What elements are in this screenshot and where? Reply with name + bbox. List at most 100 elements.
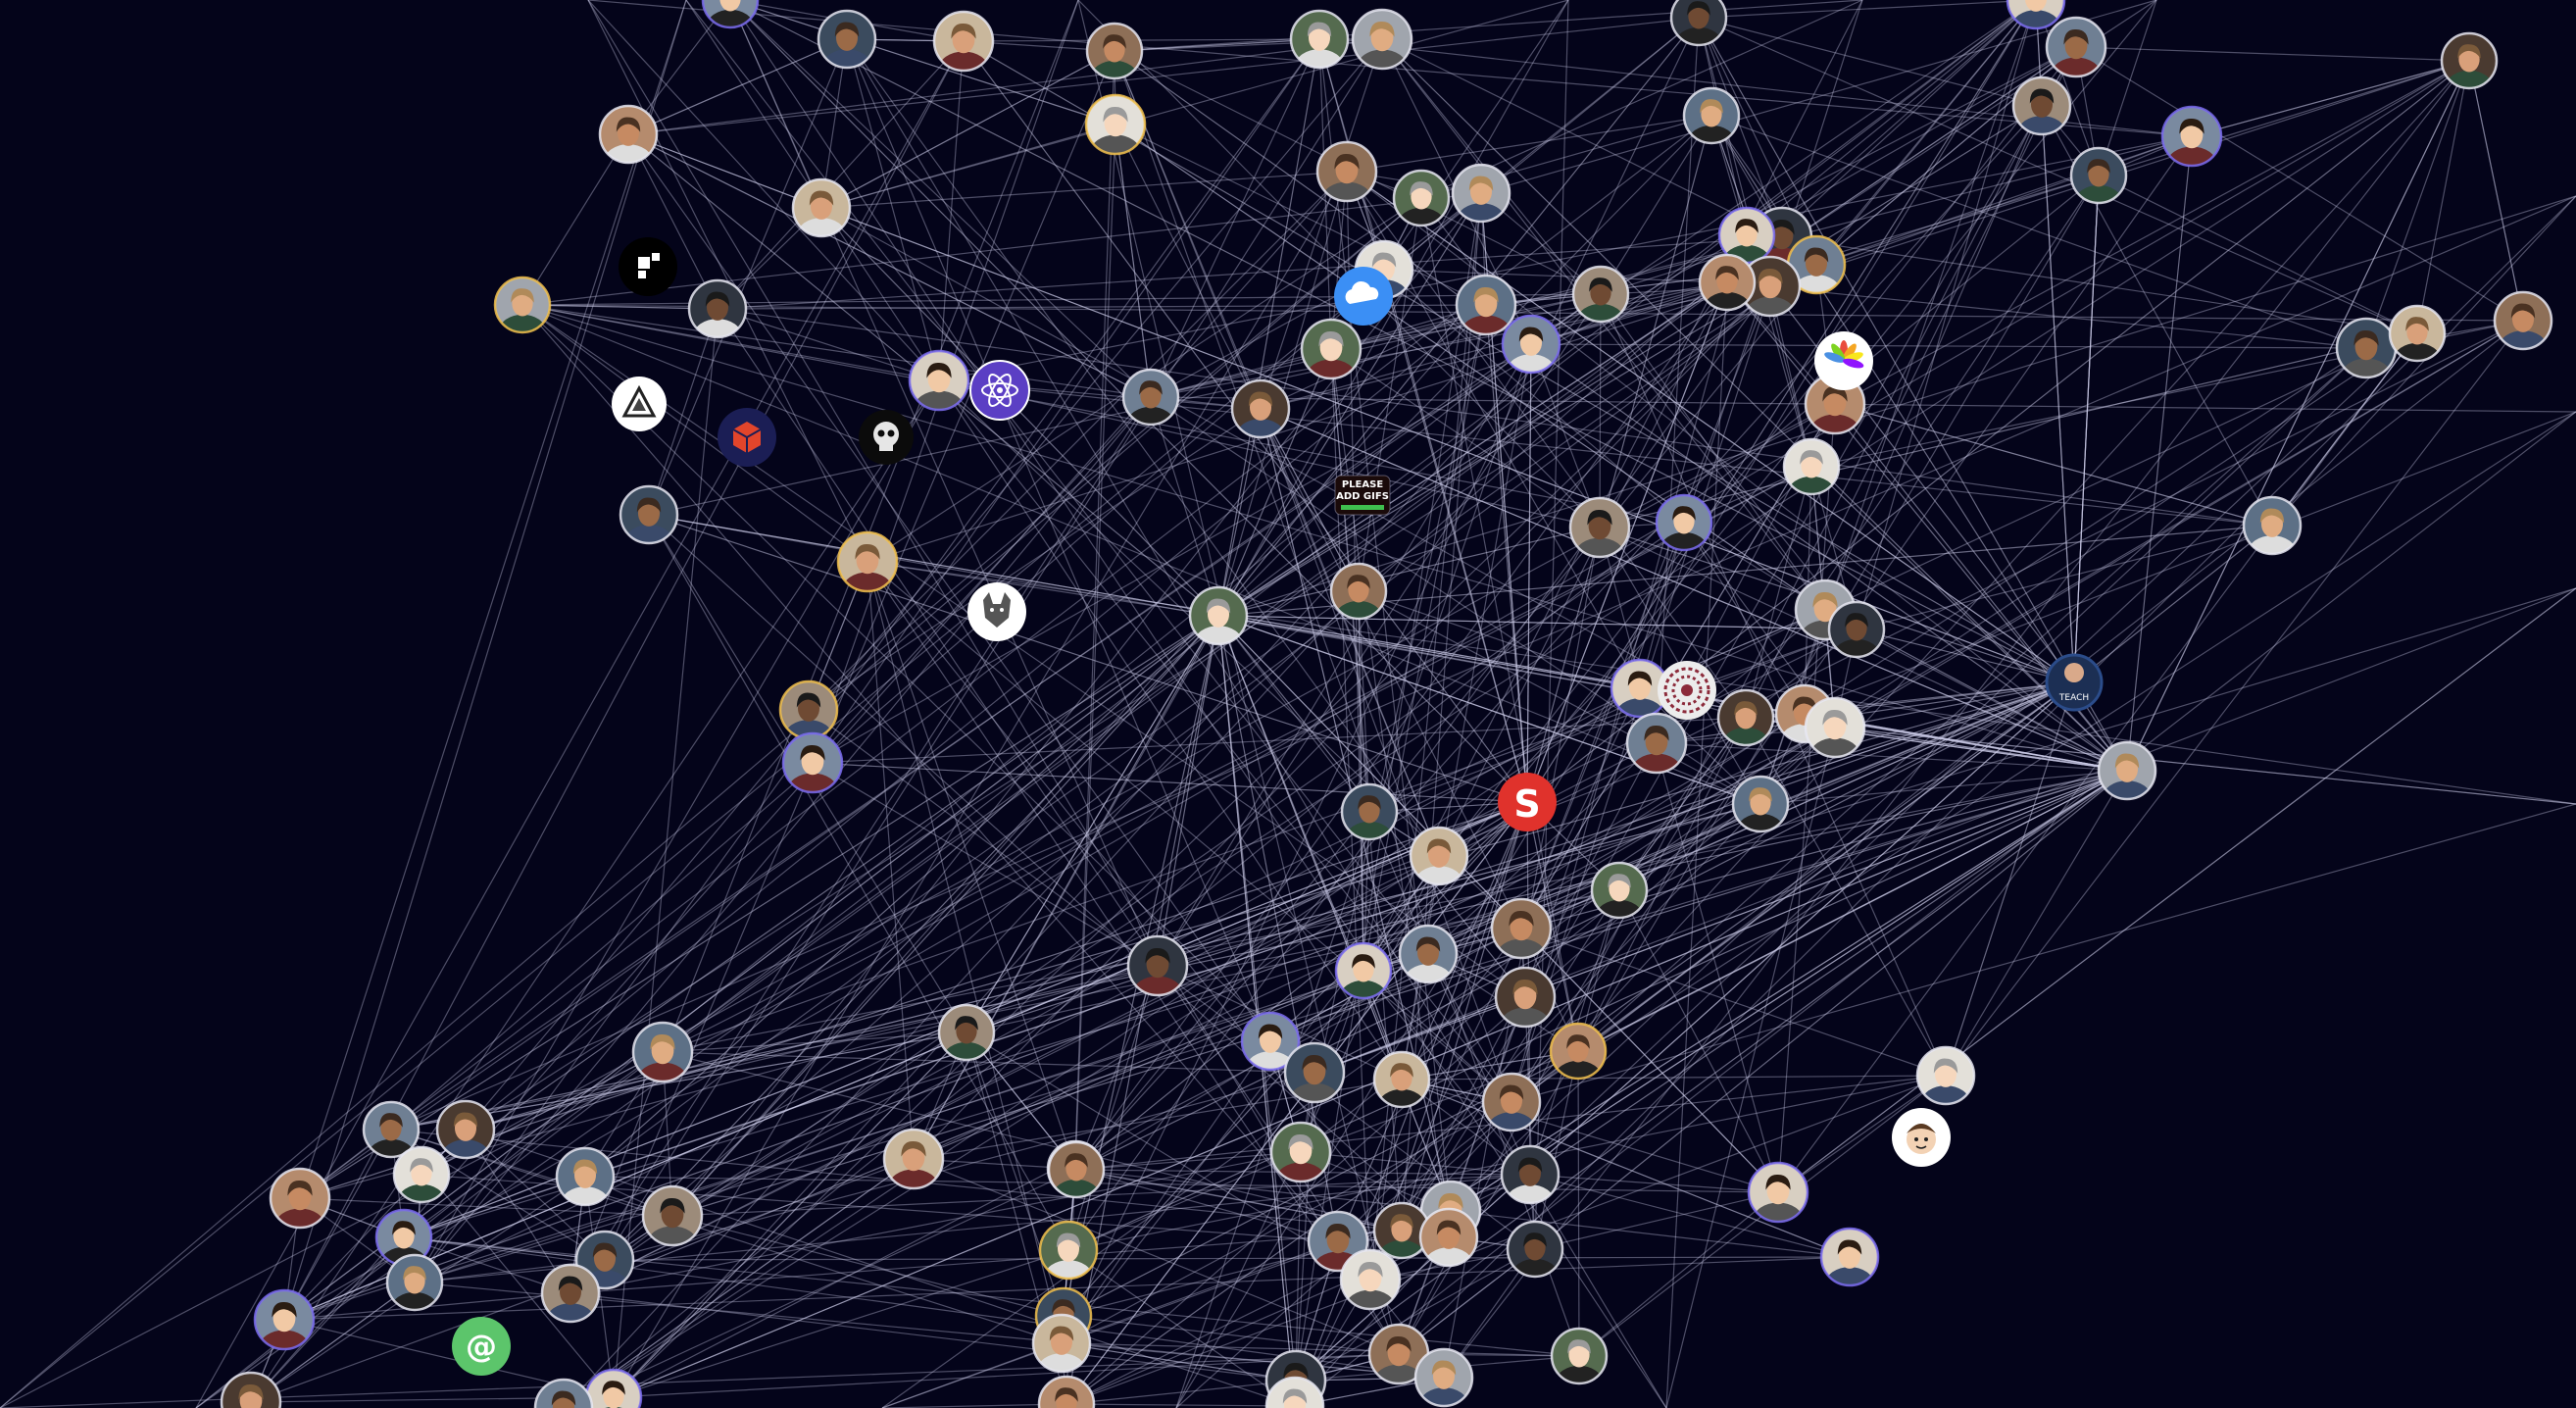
user-avatar-node[interactable]	[1610, 658, 1670, 732]
user-avatar-node[interactable]	[392, 1145, 451, 1217]
user-avatar-node[interactable]	[1269, 1121, 1332, 1198]
triangle-logo-node[interactable]	[612, 377, 667, 431]
user-avatar-node[interactable]	[1084, 93, 1147, 171]
user-avatar-node[interactable]	[1915, 1045, 1976, 1120]
user-avatar-node[interactable]	[1500, 1144, 1560, 1219]
blue-cloud-logo-node[interactable]	[1334, 267, 1393, 326]
at-sign-node[interactable]: @	[452, 1317, 511, 1376]
user-avatar-node[interactable]	[2440, 31, 2499, 103]
user-avatar-node[interactable]	[1230, 378, 1291, 453]
user-avatar-node[interactable]	[1340, 782, 1399, 854]
user-avatar-node[interactable]	[1315, 140, 1378, 218]
user-avatar-node[interactable]	[385, 1253, 444, 1325]
user-avatar-node[interactable]	[2388, 304, 2447, 376]
user-avatar-node[interactable]	[1501, 314, 1561, 388]
user-avatar-node[interactable]	[1716, 688, 1775, 760]
mosaic-pattern-node[interactable]	[1658, 661, 1716, 720]
user-avatar-node[interactable]	[1669, 0, 1728, 60]
user-avatar-node[interactable]	[687, 278, 748, 353]
user-avatar-node[interactable]	[1300, 318, 1362, 395]
user-avatar-node[interactable]	[908, 349, 970, 427]
letter-s-node[interactable]: S	[1498, 773, 1557, 831]
user-avatar-node[interactable]	[1490, 897, 1553, 975]
user-avatar-node[interactable]	[1786, 234, 1847, 309]
user-avatar-node[interactable]	[1121, 368, 1180, 439]
user-avatar-node[interactable]	[555, 1146, 616, 1221]
user-avatar-node[interactable]	[937, 1003, 996, 1075]
user-avatar-node[interactable]	[1782, 437, 1841, 509]
red-cube-logo-node[interactable]	[718, 408, 776, 467]
user-avatar-node[interactable]	[1549, 1022, 1608, 1093]
user-avatar-node[interactable]	[493, 276, 552, 347]
teach-shirt-node[interactable]: TEACH	[2045, 653, 2104, 712]
user-avatar-node[interactable]	[631, 1021, 694, 1098]
user-avatar-node[interactable]	[1392, 169, 1451, 240]
user-avatar-node[interactable]	[1351, 8, 1413, 85]
user-avatar-node[interactable]	[1413, 1347, 1474, 1408]
user-avatar-node[interactable]	[1037, 1375, 1096, 1408]
purple-atom-logo-node[interactable]	[969, 360, 1030, 421]
user-avatar-node[interactable]	[220, 1371, 282, 1408]
user-avatar-node[interactable]	[1240, 1011, 1301, 1085]
cartoon-face-node[interactable]	[1892, 1108, 1951, 1167]
user-avatar-node[interactable]	[1698, 253, 1757, 325]
skull-node[interactable]	[859, 410, 914, 465]
user-avatar-node[interactable]	[817, 9, 877, 83]
user-avatar-node[interactable]	[598, 104, 659, 178]
user-avatar-node[interactable]	[2097, 740, 2157, 815]
user-avatar-node[interactable]	[1819, 1227, 1880, 1301]
user-avatar-node[interactable]	[1289, 9, 1350, 83]
white-square-logo-node[interactable]	[619, 237, 677, 296]
user-avatar-node[interactable]	[1568, 496, 1631, 574]
user-avatar-node[interactable]	[882, 1128, 945, 1205]
user-avatar-node[interactable]	[1339, 1248, 1402, 1326]
user-avatar-node[interactable]	[584, 1368, 643, 1408]
user-avatar-node[interactable]	[435, 1099, 496, 1174]
user-avatar-node[interactable]	[1451, 163, 1511, 237]
user-avatar-node[interactable]	[1731, 775, 1790, 846]
user-avatar-node[interactable]	[2045, 16, 2107, 93]
user-avatar-node[interactable]	[540, 1263, 601, 1337]
user-avatar-node[interactable]	[2335, 317, 2398, 394]
user-avatar-node[interactable]	[362, 1100, 421, 1172]
please-add-gifs-node[interactable]: PLEASE ADD GIFS	[1334, 475, 1391, 516]
user-avatar-node[interactable]	[1372, 1201, 1431, 1273]
user-avatar-node[interactable]	[574, 1230, 635, 1304]
user-avatar-node[interactable]	[533, 1378, 594, 1408]
user-avatar-node[interactable]	[1085, 22, 1144, 93]
user-avatar-node[interactable]	[1827, 600, 1886, 672]
user-avatar-node[interactable]	[1334, 941, 1393, 1013]
rainbow-pinwheel-logo-node[interactable]	[1814, 331, 1873, 390]
user-avatar-node[interactable]	[1367, 1323, 1430, 1400]
user-avatar-node[interactable]	[1398, 924, 1459, 998]
user-avatar-node[interactable]	[1418, 1207, 1479, 1282]
user-avatar-node[interactable]	[2493, 290, 2553, 365]
user-avatar-node[interactable]	[1264, 1376, 1325, 1408]
user-avatar-node[interactable]	[1455, 274, 1517, 351]
user-avatar-node[interactable]	[1625, 712, 1688, 789]
user-avatar-node[interactable]	[932, 10, 995, 87]
user-avatar-node[interactable]	[1409, 826, 1469, 900]
user-avatar-node[interactable]	[1506, 1220, 1564, 1291]
user-avatar-node[interactable]	[1126, 934, 1189, 1012]
user-avatar-node[interactable]	[781, 731, 844, 809]
user-avatar-node[interactable]	[2160, 105, 2223, 182]
user-avatar-node[interactable]	[791, 177, 852, 252]
wolf-node[interactable]	[967, 582, 1026, 641]
user-avatar-node[interactable]	[2006, 0, 2066, 44]
user-avatar-node[interactable]	[1804, 696, 1866, 774]
user-avatar-node[interactable]	[1329, 562, 1388, 633]
user-avatar-node[interactable]	[1655, 493, 1713, 565]
user-avatar-node[interactable]	[1481, 1072, 1542, 1146]
user-avatar-node[interactable]	[1038, 1220, 1099, 1294]
user-avatar-node[interactable]	[1188, 585, 1249, 660]
user-avatar-node[interactable]	[1717, 206, 1776, 277]
user-avatar-node[interactable]	[1372, 1050, 1431, 1122]
user-avatar-node[interactable]	[836, 530, 899, 608]
user-avatar-node[interactable]	[253, 1288, 316, 1366]
user-avatar-node[interactable]	[1283, 1041, 1346, 1119]
user-avatar-node[interactable]	[269, 1167, 331, 1244]
user-avatar-node[interactable]	[1550, 1327, 1609, 1398]
user-avatar-node[interactable]	[1739, 255, 1802, 332]
